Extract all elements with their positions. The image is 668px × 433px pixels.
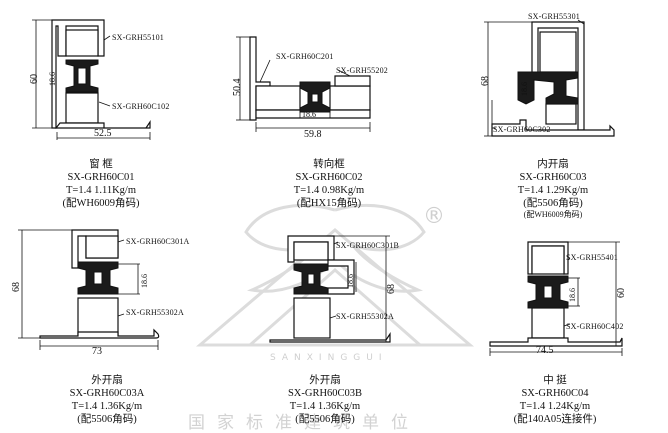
profile-drawing-3 xyxy=(484,19,615,137)
profile-name-4: 外开扇 xyxy=(91,375,123,386)
caption-2: 转向框 SX-GRH60C02 T=1.4 0.98Kg/m (配HX15角码) xyxy=(254,158,404,210)
profile-model-4: SX-GRH60C03A xyxy=(69,388,145,399)
dim-width-2: 59.8 xyxy=(304,129,322,140)
caption-3: 内开扇 SX-GRH60C03 T=1.4 1.29Kg/m (配5506角码)… xyxy=(478,158,628,220)
profile-note-3: (配5506角码) xyxy=(523,198,583,209)
profile-model-2: SX-GRH60C02 xyxy=(295,172,363,183)
caption-5: 外开扇 SX-GRH60C03B T=1.4 1.36Kg/m (配5506角码… xyxy=(250,374,400,426)
profile-spec-3: T=1.4 1.29Kg/m xyxy=(517,185,589,196)
profile-code-b-4: SX-GRH55302A xyxy=(126,308,184,317)
profile-code-4: SX-GRH60C301A xyxy=(126,237,190,246)
profile-code-1: SX-GRH55101 xyxy=(112,33,164,42)
profile-model-3: SX-GRH60C03 xyxy=(519,172,587,183)
profile-spec-4: T=1.4 1.36Kg/m xyxy=(71,401,143,412)
profile-spec-2: T=1.4 0.98Kg/m xyxy=(293,185,365,196)
profile-model-1: SX-GRH60C01 xyxy=(67,172,135,183)
profile-note-5: (配5506角码) xyxy=(295,414,355,425)
dim-inner-4: 18.6 xyxy=(140,274,149,288)
profile-card-2: SX-GRH60C201 SX-GRH55202 50.4 18.6 59.8 … xyxy=(220,0,440,210)
profile-name-1: 窗 框 xyxy=(89,159,113,170)
profile-drawing-4 xyxy=(18,229,160,350)
profile-model-6: SX-GRH60C04 xyxy=(521,388,589,399)
profile-code-b-6: SX-GRH60C402 xyxy=(566,322,624,331)
dim-inner-6: 18.6 xyxy=(568,288,577,302)
dim-height-3: 68 xyxy=(480,76,491,86)
profile-code-b-1: SX-GRH60C102 xyxy=(112,102,170,111)
profile-code-6: SX-GRH55401 xyxy=(566,253,618,262)
profile-drawing-6 xyxy=(489,241,623,356)
profile-name-3: 内开扇 xyxy=(537,159,569,170)
caption-1: 窗 框 SX-GRH60C01 T=1.4 1.11Kg/m (配WH6009角… xyxy=(26,158,176,210)
profile-card-6: SX-GRH55401 SX-GRH60C402 60 18.6 74.5 中 … xyxy=(470,222,668,433)
watermark-brand: SANXINGGUI xyxy=(270,353,388,363)
profile-code-5: SX-GRH60C301B xyxy=(336,241,400,250)
profile-card-4: SX-GRH60C301A SX-GRH55302A 68 18.6 73 外开… xyxy=(0,222,215,433)
caption-6: 中 挺 SX-GRH60C04 T=1.4 1.24Kg/m (配140A05连… xyxy=(480,374,630,426)
dim-inner-1: 18.6 xyxy=(48,72,57,86)
dim-height-4: 68 xyxy=(11,282,22,292)
profile-drawing-2 xyxy=(236,36,371,132)
dim-width-6: 74.5 xyxy=(536,345,554,356)
profile-note-1: (配WH6009角码) xyxy=(62,198,140,209)
profile-code-b-3: SX-GRH60C302 xyxy=(493,125,551,134)
dim-width-1: 52.5 xyxy=(94,128,112,139)
profile-name-6: 中 挺 xyxy=(543,375,567,386)
profile-card-3: SX-GRH55301 SX-GRH60C302 68 18.6 内开扇 SX-… xyxy=(460,0,668,222)
dim-height-6: 60 xyxy=(616,288,627,298)
profile-note-4: (配5506角码) xyxy=(77,414,137,425)
profile-model-5: SX-GRH60C03B xyxy=(287,388,363,399)
profile-code-2: SX-GRH60C201 xyxy=(276,52,334,61)
profile-code-b-2: SX-GRH55202 xyxy=(336,66,388,75)
dim-width-4: 73 xyxy=(92,346,102,357)
dim-inner-2: 18.6 xyxy=(302,110,316,119)
watermark-registered-mark: ® xyxy=(423,204,445,229)
dim-height-1: 60 xyxy=(29,74,40,84)
dim-inner-5: 18.6 xyxy=(346,274,355,288)
profile-name-5: 外开扇 xyxy=(309,375,341,386)
dim-height-5: 68 xyxy=(386,284,397,294)
profile-drawing-1 xyxy=(32,19,151,140)
profile-spec-6: T=1.4 1.24Kg/m xyxy=(519,401,591,412)
profile-spec-1: T=1.4 1.11Kg/m xyxy=(66,185,136,196)
watermark-text: 国家标准建筑单位 xyxy=(188,413,420,433)
profile-spec-5: T=1.4 1.36Kg/m xyxy=(289,401,361,412)
profile-card-1: SX-GRH55101 SX-GRH60C102 60 18.6 52.5 窗 … xyxy=(0,0,200,210)
profile-card-5: SX-GRH60C301B SX-GRH55302A 68 18.6 外开扇 S… xyxy=(230,222,450,433)
profile-note-6: (配140A05连接件) xyxy=(513,414,597,425)
profile-note2-3: (配WH6009角码) xyxy=(523,210,583,219)
profile-name-2: 转向框 xyxy=(313,159,345,170)
profile-drawing-5 xyxy=(269,235,391,343)
dim-height-2: 50.4 xyxy=(232,78,243,97)
profile-code-b-5: SX-GRH55302A xyxy=(336,312,394,321)
dim-inner-3: 18.6 xyxy=(520,82,529,96)
profile-note-2: (配HX15角码) xyxy=(296,198,362,209)
profile-code-3: SX-GRH55301 xyxy=(528,12,580,21)
caption-4: 外开扇 SX-GRH60C03A T=1.4 1.36Kg/m (配5506角码… xyxy=(32,374,182,426)
